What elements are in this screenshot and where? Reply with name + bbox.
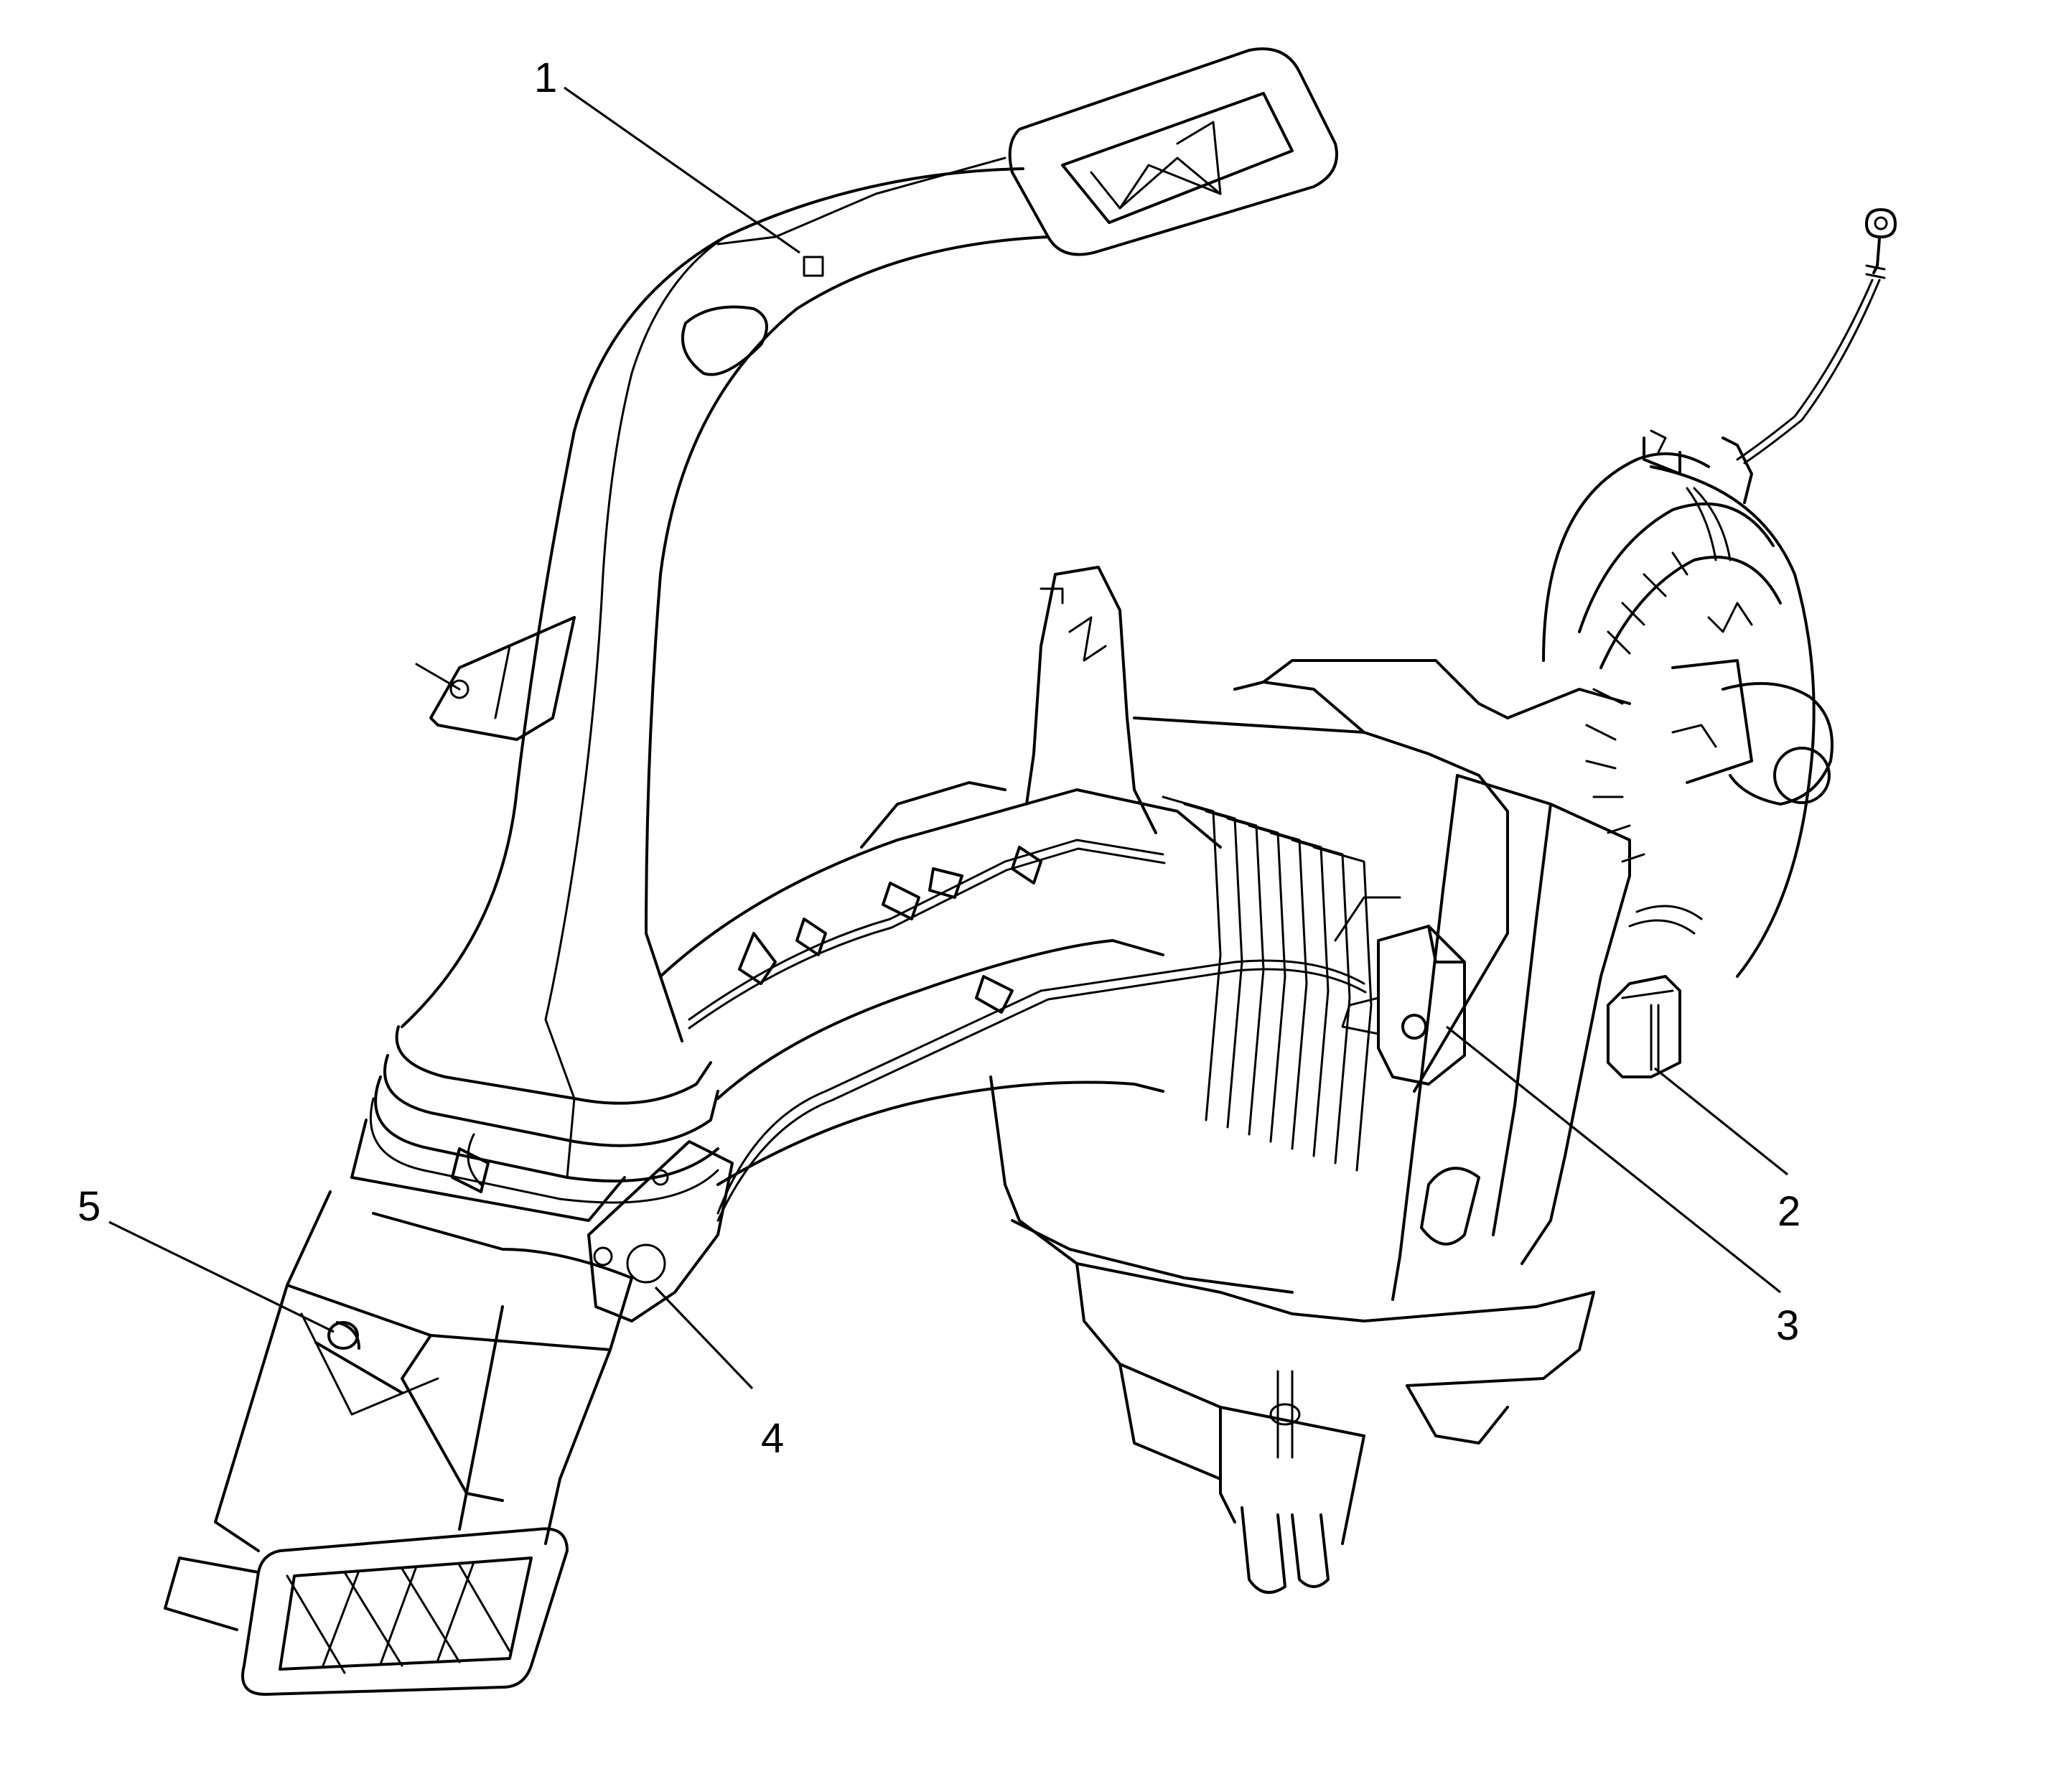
leader-2 (1654, 1067, 1788, 1176)
center-duct-with-harness (451, 781, 1367, 1322)
callout-labels: 1 2 3 4 5 (78, 55, 1800, 1462)
callout-3: 3 (1776, 1302, 1799, 1349)
callout-1: 1 (534, 55, 557, 101)
leader-3 (1446, 1025, 1781, 1294)
callout-2: 2 (1778, 1188, 1800, 1235)
hvac-case (989, 566, 1631, 1594)
upper-air-duct (369, 47, 1338, 1204)
callout-5: 5 (78, 1183, 101, 1230)
callout-4: 4 (761, 1415, 784, 1462)
blower-motor-assembly (1542, 429, 1834, 1078)
leader-4 (654, 1286, 754, 1390)
ground-wire (1736, 208, 1897, 465)
leader-5 (108, 1221, 335, 1333)
lower-air-outlet (164, 1119, 633, 1696)
callout-leaders (108, 86, 1788, 1390)
leader-1 (564, 86, 800, 254)
